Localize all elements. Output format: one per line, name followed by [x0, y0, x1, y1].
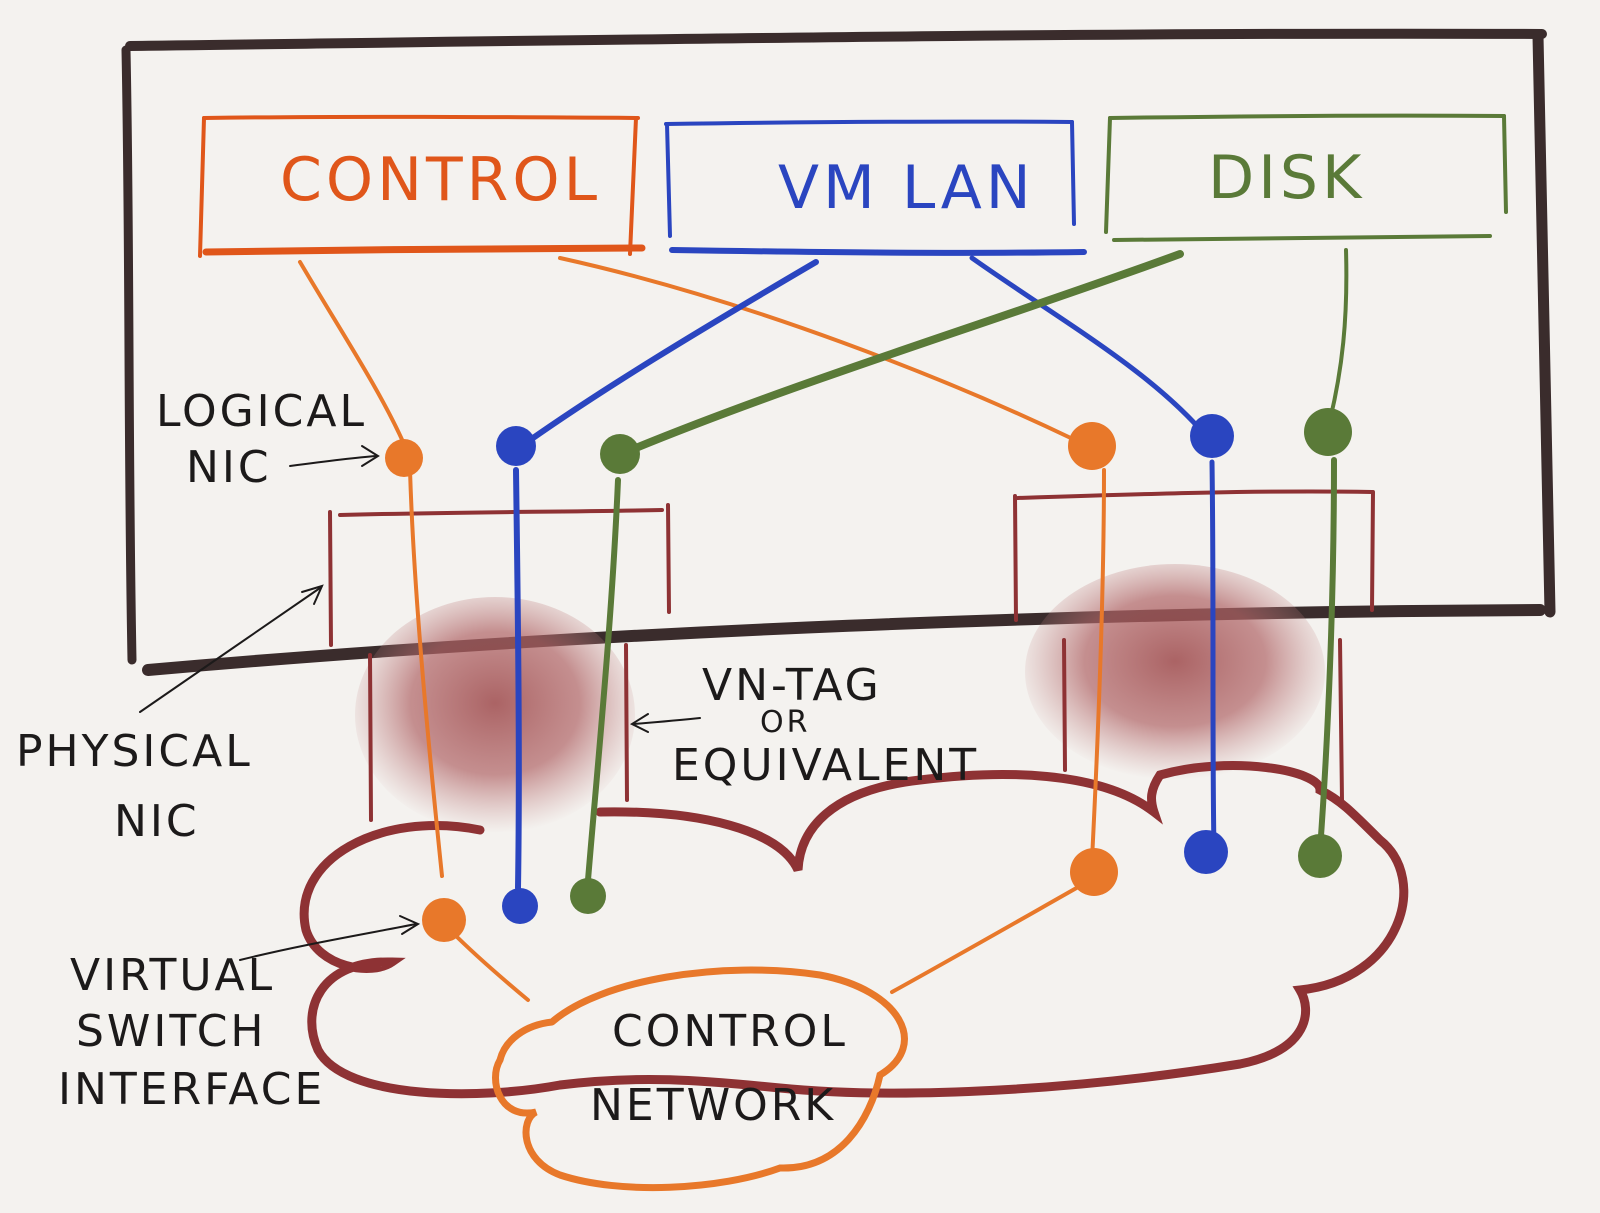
control-network-annotation: CONTROL NETWORK	[590, 1006, 848, 1131]
channel-right-control	[1090, 468, 1106, 862]
host-frame-bottom	[142, 604, 1546, 676]
arrow-vsi	[239, 923, 417, 961]
vsi-line-1: VIRTUAL	[70, 950, 275, 1001]
vn-tag-line-3: EQUIVALENT	[672, 740, 979, 791]
disk-box	[1104, 113, 1508, 242]
link-control-to-left-nic	[298, 260, 406, 446]
logical-nic-right-disk	[1304, 408, 1352, 456]
vn-tag-blob-right	[1025, 564, 1325, 780]
host-server-frame	[121, 28, 1556, 676]
virtual-switch-interfaces	[422, 830, 1342, 942]
arrow-physical-nic-head	[301, 584, 324, 605]
host-frame-left	[121, 45, 137, 665]
control-network-line-2: NETWORK	[590, 1080, 836, 1131]
channel-right-vmlan	[1209, 459, 1217, 853]
arrow-vn-tag	[633, 717, 701, 725]
physical-nic-line-2: NIC	[114, 796, 200, 847]
nic-channels	[408, 457, 1337, 891]
control-network-links	[450, 884, 1082, 1002]
channel-right-disk	[1317, 457, 1337, 853]
vn-tag-line-2: OR	[760, 705, 810, 740]
arrow-logical-nic	[289, 455, 377, 467]
vm-lan-box-label: VM LAN	[778, 153, 1035, 223]
arrow-vn-tag-head	[629, 713, 649, 733]
vsi-right-disk	[1298, 834, 1342, 878]
link-vmlan-to-left-nic	[513, 259, 819, 453]
vn-tag-line-1: VN-TAG	[702, 660, 882, 711]
vsi-right-vmlan	[1184, 830, 1228, 874]
arrow-logical-nic-head	[361, 445, 380, 467]
logical-nics	[385, 408, 1352, 477]
vsi-line-2: SWITCH	[76, 1006, 267, 1057]
channel-left-disk	[585, 477, 621, 883]
disk-box-label: DISK	[1208, 143, 1365, 213]
arrow-physical-nic	[139, 587, 321, 713]
logical-nic-line-2: NIC	[186, 442, 272, 493]
link-disk-to-right-nic	[1328, 248, 1349, 422]
physical-nic-line-1: PHYSICAL	[16, 726, 253, 777]
vsi-left-disk	[570, 878, 606, 914]
logical-nic-right-control	[1068, 422, 1116, 470]
channel-left-control	[408, 468, 444, 878]
vm-lan-box	[664, 119, 1087, 256]
host-frame-right	[1532, 30, 1556, 618]
link-vmlan-to-right-nic	[969, 255, 1209, 439]
control-box-label: CONTROL	[280, 145, 601, 215]
logical-nic-left-control	[385, 439, 423, 477]
logical-nic-left-vmlan	[496, 426, 536, 466]
link-vsi-right-to-control-net	[890, 884, 1082, 994]
virtual-switch-cloud	[299, 761, 1409, 1099]
logical-nic-right-vmlan	[1190, 414, 1234, 458]
arrow-vsi-head	[399, 915, 421, 935]
logical-nic-annotation: LOGICAL NIC	[156, 386, 367, 493]
vsi-annotation: VIRTUAL SWITCH INTERFACE	[58, 950, 325, 1115]
annotation-arrows	[139, 445, 701, 961]
vsi-right-control	[1070, 848, 1118, 896]
vsi-line-3: INTERFACE	[58, 1064, 325, 1115]
link-control-to-right-nic	[558, 256, 1077, 442]
channel-left-vmlan	[513, 467, 522, 891]
control-network-cloud	[492, 966, 908, 1192]
vsi-left-control	[422, 898, 466, 942]
physical-nic-left	[328, 503, 671, 822]
vn-tag-blob-left	[355, 597, 635, 833]
physical-nic-annotation: PHYSICAL NIC	[16, 726, 253, 847]
logical-nic-left-disk	[600, 434, 640, 474]
link-disk-to-left-nic	[622, 250, 1184, 456]
control-network-line-1: CONTROL	[612, 1006, 848, 1057]
host-frame-top	[125, 28, 1547, 51]
link-vsi-left-to-control-net	[450, 930, 530, 1002]
control-box	[198, 114, 646, 258]
vsi-left-vmlan	[502, 888, 538, 924]
logical-nic-line-1: LOGICAL	[156, 386, 367, 437]
box-links	[298, 248, 1349, 456]
physical-nic-right	[1013, 489, 1375, 802]
vn-tag-annotation: VN-TAG OR EQUIVALENT	[672, 660, 979, 791]
